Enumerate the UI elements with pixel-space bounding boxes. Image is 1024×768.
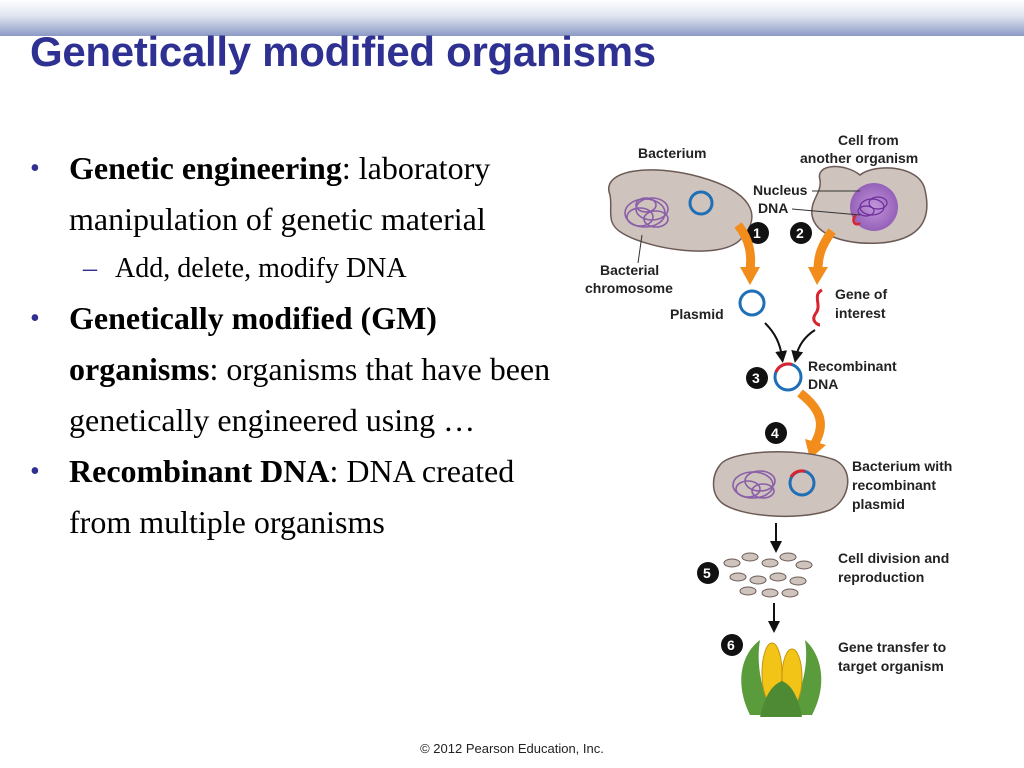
step-5-number: 5 [703, 565, 711, 581]
recombinant-label: Recombinant [808, 358, 897, 374]
title-band [0, 0, 1024, 36]
bullet-list: Genetic engineering: laboratory manipula… [26, 143, 551, 548]
bullet-text: organisms that have been genetically eng… [69, 351, 551, 438]
corn-icon [741, 640, 822, 717]
step-1-badge [747, 222, 769, 244]
donor-cell [811, 165, 928, 244]
bacterial-chromosome-label: Bacterial [600, 262, 659, 278]
bacterium-label: Bacterium [638, 145, 706, 161]
nucleus-label: Nucleus [753, 182, 808, 198]
step-4-badge [765, 422, 787, 444]
plasmid-label: Plasmid [670, 306, 724, 322]
cell-from-label: Cell from [838, 132, 899, 148]
sub-bullet-list: Add, delete, modify DNA [69, 245, 551, 293]
bullet-sep: : [341, 150, 351, 186]
orange-arrow-2 [813, 228, 836, 271]
bwr-label-2: recombinant [852, 477, 936, 493]
bullet-term: Recombinant DNA [69, 453, 330, 489]
bullet-sep: : [209, 351, 219, 387]
sub-bullet: Add, delete, modify DNA [69, 245, 551, 293]
cell-from-label-2: another organism [800, 150, 918, 166]
dna-icon [857, 196, 888, 217]
recombinant-label-2: DNA [808, 376, 838, 392]
gene-label: Gene of [835, 286, 887, 302]
step-6-number: 6 [727, 637, 735, 653]
cell-division-label-2: reproduction [838, 569, 924, 585]
bullet-recombinant-dna: Recombinant DNA: DNA created from multip… [26, 446, 551, 548]
bullet-term: Genetically modified (GM) organisms [69, 300, 437, 387]
step-1-number: 1 [753, 225, 761, 241]
copyright-notice: © 2012 Pearson Education, Inc. [420, 741, 604, 756]
bwr-label: Bacterium with [852, 458, 952, 474]
plasmid-icon [738, 289, 766, 317]
orange-arrow-1 [734, 222, 756, 271]
bullet-text: DNA created from multiple organisms [69, 453, 515, 540]
gene-of-interest-icon [812, 288, 823, 327]
bacterium-with-recombinant-plasmid [712, 451, 849, 518]
bacterial-chromosome-icon [624, 197, 669, 228]
gene-label-2: interest [835, 305, 886, 321]
dna-label: DNA [758, 200, 788, 216]
gene-transfer-label-2: target organism [838, 658, 944, 674]
step-2-badge [790, 222, 812, 244]
step-3-number: 3 [752, 370, 760, 386]
bullet-gm-organisms: Genetically modified (GM) organisms: org… [26, 293, 551, 446]
cell-division-label: Cell division and [838, 550, 949, 566]
bwr-label-3: plasmid [852, 496, 905, 512]
bullet-genetic-engineering: Genetic engineering: laboratory manipula… [26, 143, 551, 293]
bullet-sep: : [329, 453, 339, 489]
bacterium-cell [607, 169, 753, 252]
bullet-text: laboratory manipulation of genetic mater… [69, 150, 491, 237]
step-6-badge [721, 634, 743, 656]
dividing-cells [723, 552, 813, 598]
bullet-term: Genetic engineering [69, 150, 342, 186]
gene-transfer-label: Gene transfer to [838, 639, 946, 655]
gmo-diagram: Bacterium Bacterial chromosome Cell from… [585, 132, 952, 717]
step-3-badge [746, 367, 768, 389]
recombinant-dna-icon [773, 362, 803, 392]
bacterial-chromosome-label-2: chromosome [585, 280, 673, 296]
step-5-badge [697, 562, 719, 584]
step-2-number: 2 [796, 225, 804, 241]
slide-title: Genetically modified organisms [30, 28, 656, 75]
step-4-number: 4 [771, 425, 779, 441]
nucleus-icon [850, 183, 898, 231]
plasmid-icon [688, 190, 714, 216]
orange-arrow-4 [797, 389, 825, 446]
